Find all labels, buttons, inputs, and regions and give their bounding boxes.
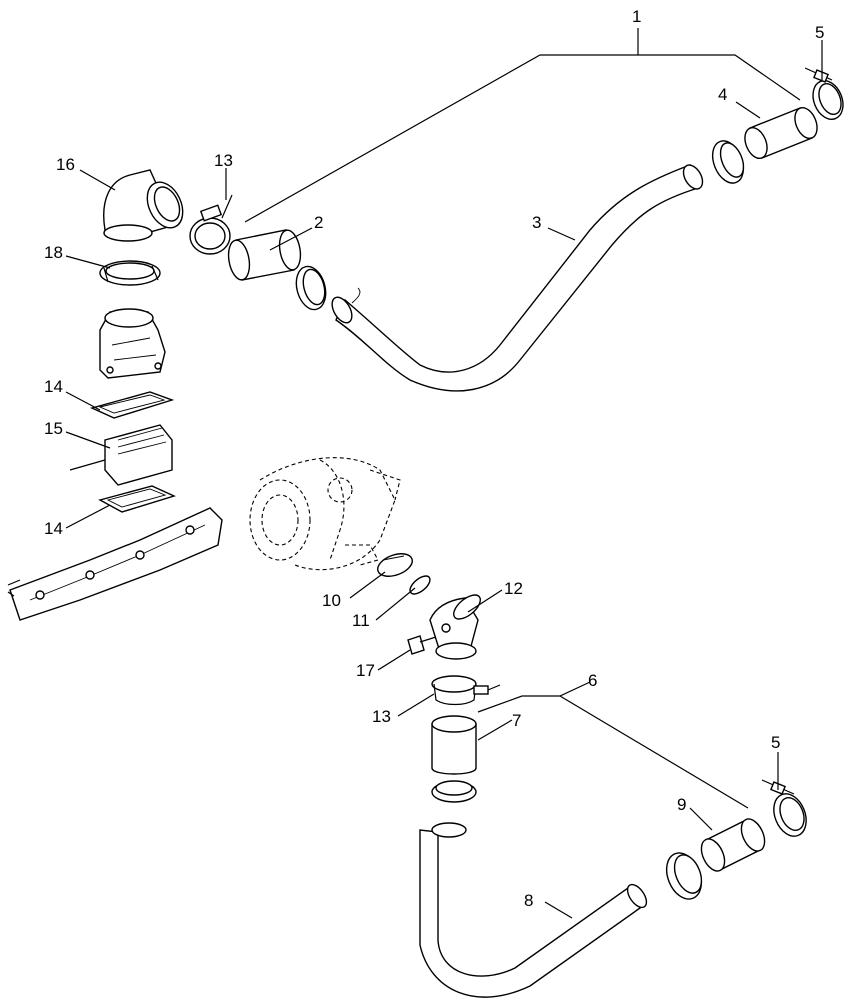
callout-7: 7 bbox=[512, 711, 521, 730]
gasket-14-upper bbox=[89, 391, 175, 419]
callout-9: 9 bbox=[677, 795, 686, 814]
callout-2: 2 bbox=[314, 213, 323, 232]
callout-labels: 1 2 3 4 5 5 6 7 8 9 10 11 12 13 13 14 14… bbox=[44, 7, 824, 910]
callout-6: 6 bbox=[588, 671, 597, 690]
callout-4: 4 bbox=[718, 85, 727, 104]
hose-4 bbox=[744, 106, 818, 160]
callout-8: 8 bbox=[524, 891, 533, 910]
inlet-body bbox=[99, 308, 166, 379]
gasket-14-lower bbox=[98, 485, 176, 513]
gasket-11 bbox=[409, 575, 431, 595]
callout-5-upper: 5 bbox=[815, 23, 824, 42]
hose-2 bbox=[227, 229, 302, 281]
callout-10: 10 bbox=[322, 591, 341, 610]
bolt-17 bbox=[407, 635, 437, 655]
hose-7 bbox=[431, 715, 477, 775]
ring-lower-top bbox=[431, 780, 477, 803]
upper-tube bbox=[331, 164, 704, 392]
leader-lines bbox=[65, 28, 823, 919]
lower-tube bbox=[419, 822, 648, 998]
callout-11: 11 bbox=[352, 611, 370, 630]
callout-12: 12 bbox=[504, 579, 523, 598]
callout-17: 17 bbox=[356, 661, 375, 680]
callout-3: 3 bbox=[532, 213, 541, 232]
callout-13-upper: 13 bbox=[214, 151, 233, 170]
clamp-18 bbox=[99, 260, 161, 286]
callout-15: 15 bbox=[44, 419, 63, 438]
turbocharger bbox=[249, 457, 401, 571]
cooler-15 bbox=[69, 424, 173, 486]
ring-upper-right bbox=[711, 140, 745, 184]
elbow-12 bbox=[429, 594, 481, 660]
callout-13-lower: 13 bbox=[372, 707, 391, 726]
callout-16: 16 bbox=[56, 155, 75, 174]
exhaust-manifold bbox=[7, 507, 223, 621]
callout-18: 18 bbox=[44, 243, 63, 262]
clamp-5-lower bbox=[761, 779, 807, 837]
hose-9 bbox=[700, 818, 766, 872]
callout-14-lower: 14 bbox=[44, 519, 63, 538]
clamp-10 bbox=[377, 553, 413, 577]
callout-1: 1 bbox=[632, 7, 641, 26]
ring-lower-right bbox=[665, 852, 703, 900]
clamp-13-lower bbox=[431, 675, 501, 706]
ring-upper-left bbox=[295, 265, 327, 311]
elbow-16 bbox=[103, 169, 184, 242]
clamp-13-upper bbox=[189, 194, 233, 255]
callout-5-lower: 5 bbox=[771, 733, 780, 752]
clamp-5-upper bbox=[804, 67, 844, 120]
callout-14-upper: 14 bbox=[44, 377, 63, 396]
